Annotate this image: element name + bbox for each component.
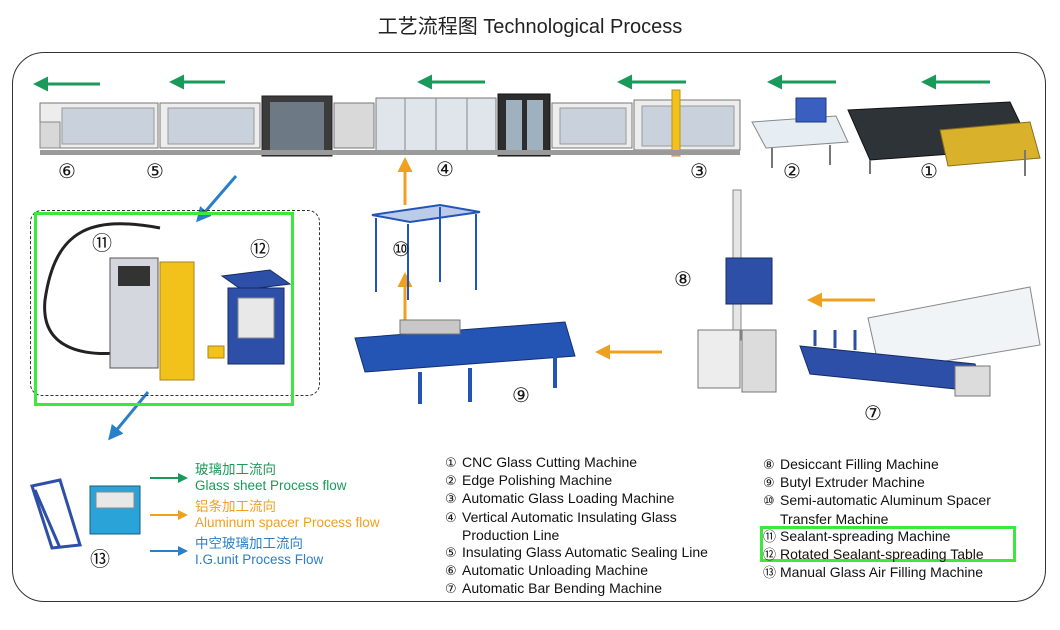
item-label: Automatic Unloading Machine (462, 562, 648, 579)
item-number: ① (445, 456, 457, 471)
item-number: ⑤ (445, 546, 457, 562)
item-label: Desiccant Filling Machine (780, 456, 939, 472)
machine-list-item: ⑩ Semi-automatic Aluminum Spacer (763, 492, 991, 510)
bar-bending-machine (799, 286, 1041, 397)
legend-ig-en: I.G.unit Process Flow (195, 552, 324, 567)
item-number: ⑪ (763, 529, 777, 545)
production-line-machine (39, 89, 741, 157)
blue-arrow-diagonal-icon (108, 391, 150, 441)
machine-list-item: ① CNC Glass Cutting Machine (445, 454, 708, 472)
item-number: ③ (445, 492, 457, 508)
rotated-sealant-table (220, 269, 292, 365)
machine-list-left: ① CNC Glass Cutting Machine ② Edge Polishin… (445, 454, 708, 599)
legend-spacer-flow: 铝条加工流向 Aluminum spacer Process flow (195, 499, 380, 531)
diagram-title: 工艺流程图 Technological Process (377, 16, 683, 38)
item-label: Insulating Glass Automatic Sealing Line (462, 544, 708, 561)
item-label: Edge Polishing Machine (462, 472, 613, 489)
item-label: Vertical Automatic Insulating Glass (462, 508, 677, 525)
item-number: ④ (445, 510, 457, 526)
station-number-3: ③ (690, 159, 708, 183)
desiccant-filling-machine (697, 189, 777, 393)
legend-ig-zh: 中空玻璃加工流向 (195, 536, 303, 551)
station-number-1: ① (920, 159, 938, 183)
station-number-5: ⑤ (146, 159, 164, 183)
machine-list-item: ④ Vertical Automatic Insulating Glass (445, 509, 708, 527)
item-number: ⑫ (763, 548, 777, 564)
legend-glass-flow: 玻璃加工流向 Glass sheet Process flow (195, 462, 347, 494)
station-number-8: ⑧ (674, 267, 692, 291)
machine-list-item: Production Line (445, 527, 708, 544)
machine-list-item: ② Edge Polishing Machine (445, 472, 708, 490)
machine-list-item: ⑤ Insulating Glass Automatic Sealing Line (445, 544, 708, 562)
item-number: ② (445, 474, 457, 490)
legend-ig-flow: 中空玻璃加工流向 I.G.unit Process Flow (195, 536, 323, 568)
station-number-4: ④ (436, 157, 454, 181)
item-label: Transfer Machine (780, 510, 889, 527)
legend-spacer-en: Aluminum spacer Process flow (195, 515, 380, 530)
machine-list-item: ⑦ Automatic Bar Bending Machine (445, 580, 708, 598)
station-number-7: ⑦ (864, 401, 882, 425)
item-number: ⑨ (763, 476, 775, 492)
item-number: ⑬ (763, 566, 777, 582)
machine-list-item: ⑧ Desiccant Filling Machine (763, 456, 991, 474)
item-label: Rotated Sealant-spreading Table (780, 546, 984, 563)
glass-flow-arrows (33, 74, 990, 92)
station-number-6: ⑥ (58, 159, 76, 183)
machine-list-item: Transfer Machine (763, 511, 991, 528)
sealant-section-dashed-frame (30, 210, 320, 396)
item-label: Manual Glass Air Filling Machine (780, 564, 984, 581)
diagram-frame (12, 52, 1046, 602)
list-highlight-11-12 (760, 526, 1016, 562)
spacer-transfer-machine (371, 203, 481, 300)
machine-list-right: ⑧ Desiccant Filling Machine ⑨ Butyl Extrude… (763, 456, 991, 582)
item-label: Automatic Glass Loading Machine (462, 490, 675, 507)
station-number-12: ⑫ (250, 237, 270, 261)
item-number: ⑦ (445, 582, 457, 598)
item-label: Production Line (462, 526, 560, 543)
sealant-spreading-machine (43, 222, 225, 381)
machine-list-item: ⑥ Automatic Unloading Machine (445, 562, 708, 580)
station-number-10: ⑩ (392, 237, 410, 261)
machine-list-item: ③ Automatic Glass Loading Machine (445, 490, 708, 508)
cnc-glass-cutting-machine (847, 101, 1041, 176)
edge-polishing-machine (751, 97, 849, 168)
legend-glass-zh: 玻璃加工流向 (195, 462, 276, 477)
legend-spacer-zh: 铝条加工流向 (195, 499, 276, 514)
item-number: ⑧ (763, 458, 775, 473)
station-number-2: ② (783, 159, 801, 183)
item-label: Butyl Extruder Machine (780, 474, 925, 491)
air-filling-machine (30, 478, 141, 550)
sealant-section-highlight (34, 212, 294, 406)
station-number-13: ⑬ (90, 547, 110, 571)
machine-list-item: ⑨ Butyl Extruder Machine (763, 474, 991, 492)
legend-glass-en: Glass sheet Process flow (195, 478, 347, 493)
item-label: CNC Glass Cutting Machine (462, 454, 638, 470)
item-number: ⑩ (763, 494, 775, 510)
item-label: Semi-automatic Aluminum Spacer (780, 492, 991, 509)
butyl-extruder-machine (354, 319, 576, 404)
station-number-9: ⑨ (512, 383, 530, 407)
spacer-flow-arrows (397, 157, 875, 360)
item-label: Sealant-spreading Machine (780, 527, 951, 544)
item-label: Automatic Bar Bending Machine (462, 580, 662, 597)
station-number-11: ⑪ (92, 231, 112, 255)
item-number: ⑥ (445, 564, 457, 580)
